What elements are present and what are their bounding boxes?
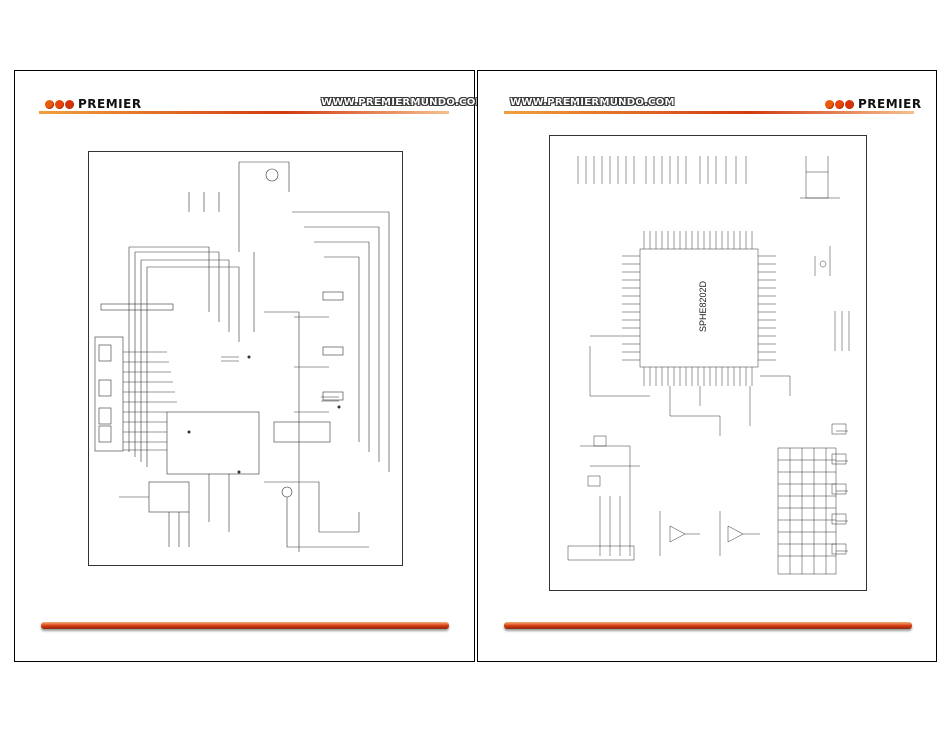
- footer-rule: [41, 622, 449, 629]
- manual-page-left: PREMIER WWW.PREMIERMUNDO.COM: [14, 70, 475, 662]
- website-url: WWW.PREMIERMUNDO.COM: [510, 97, 675, 108]
- chip-label: SPHE8202D: [698, 280, 708, 332]
- logo-dots-icon: [45, 100, 74, 109]
- schematic-drawing: [89, 152, 402, 565]
- logo-dots-icon: [825, 100, 854, 109]
- schematic-drawing: SPHE8202D: [550, 136, 866, 590]
- premier-logo: PREMIER: [45, 97, 142, 111]
- premier-logo: PREMIER: [825, 97, 922, 111]
- manual-page-right: WWW.PREMIERMUNDO.COM PREMIER: [477, 70, 937, 662]
- brand-name: PREMIER: [858, 97, 922, 111]
- header-rule: [39, 111, 449, 114]
- footer-rule: [504, 622, 912, 629]
- schematic-diagram-front-panel: [88, 151, 403, 566]
- header-rule: [504, 111, 914, 114]
- website-url: WWW.PREMIERMUNDO.COM: [321, 97, 486, 108]
- brand-name: PREMIER: [78, 97, 142, 111]
- schematic-diagram-main-board: SPHE8202D: [549, 135, 867, 591]
